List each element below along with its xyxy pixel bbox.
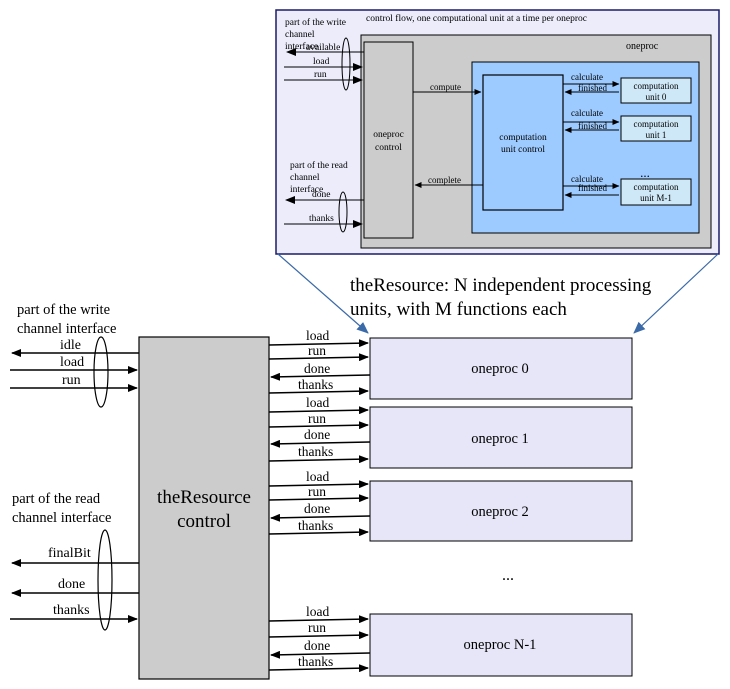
main-write-iface-ellipse <box>93 336 109 408</box>
oneproc-label-1: oneproc 1 <box>471 431 529 447</box>
proc0-done-label: done <box>304 361 330 376</box>
proc1-run-label: run <box>308 411 326 426</box>
inset-read-iface-ellipse <box>338 191 348 233</box>
main-write-iface-label-1: part of the write <box>17 302 110 318</box>
oneproc-box-n-1 <box>369 613 633 677</box>
caption-line-2: units, with M functions each <box>350 299 567 320</box>
caption-line-1: theResource: N independent processing <box>350 275 652 296</box>
proc1-thanks-label: thanks <box>298 444 333 459</box>
main-read-iface-ellipse <box>97 529 113 631</box>
calculate-label-0: calculate <box>571 72 603 82</box>
inset-read-iface-label-3: interface <box>290 184 323 195</box>
main-read-iface-label-2: channel interface <box>12 510 111 526</box>
computation-unit-1 <box>620 115 692 142</box>
proc0-thanks-label: thanks <box>298 377 333 392</box>
oneproc-label-2: oneproc 2 <box>471 504 529 520</box>
the-resource-control-box <box>138 336 270 680</box>
proc1-done-label: done <box>304 427 330 442</box>
inset-panel: control flow, one computational unit at … <box>275 9 720 255</box>
done-label: done <box>58 577 85 592</box>
inset-cu-control <box>482 74 564 211</box>
proc2-thanks-label: thanks <box>298 518 333 533</box>
procn-run-label: run <box>308 620 326 635</box>
inset-units-ellipsis: ... <box>640 165 650 180</box>
procn-thanks-label: thanks <box>298 654 333 669</box>
zoom-arrows <box>277 253 719 334</box>
inset-write-iface-label-2: channel <box>285 30 315 40</box>
computation-unit-m-1 <box>620 178 692 206</box>
proc-signals-n-1: load run done thanks <box>268 604 371 673</box>
inset-thanks-label: thanks <box>309 214 334 224</box>
inset-load-label: load <box>313 57 330 67</box>
proc0-load-label: load <box>306 328 329 343</box>
oneproc-box-0 <box>369 337 633 400</box>
control-label-1: theResource <box>157 487 251 508</box>
main-write-iface-label-2: channel interface <box>17 321 116 337</box>
inset-unit-arrows: calculate finished calculate finished ca… <box>563 72 620 198</box>
inset-read-iface-label-2: channel <box>290 173 320 183</box>
proc-signals-2: load run done thanks <box>268 469 371 537</box>
computation-unit-m-1-label-1: computation <box>634 182 679 192</box>
procs-ellipsis: ... <box>502 567 514 584</box>
oneproc-box-1 <box>369 406 633 469</box>
procn-load-label: load <box>306 604 329 619</box>
proc2-run-label: run <box>308 484 326 499</box>
computation-unit-m-1-label-2: unit M-1 <box>640 193 672 203</box>
inset-done-label: done <box>312 190 330 200</box>
load-label: load <box>60 355 84 370</box>
inset-oneproc-control <box>363 41 414 239</box>
finished-label-m-1: finished <box>578 183 607 193</box>
inset-cu-control-label-1: computation <box>499 133 547 143</box>
inset-oneproc-label: oneproc <box>626 41 659 52</box>
complete-label: complete <box>428 175 461 185</box>
proc-signals-1: load run done thanks <box>268 395 371 464</box>
inset-read-iface-label-1: part of the read <box>290 160 348 171</box>
inset-available-label: available <box>306 43 340 53</box>
proc0-run-label: run <box>308 343 326 358</box>
inset-cu-control-label-2: unit control <box>501 145 545 155</box>
inset-oneproc-control-label-2: control <box>375 143 402 153</box>
inset-write-iface-label-3: interface <box>285 41 318 52</box>
oneproc-label-n-1: oneproc N-1 <box>464 637 537 653</box>
inset-title: control flow, one computational unit at … <box>366 13 587 24</box>
calculate-label-1: calculate <box>571 108 603 118</box>
finalbit-label: finalBit <box>48 546 91 561</box>
computation-unit-0-label-1: computation <box>634 81 679 91</box>
proc2-done-label: done <box>304 501 330 516</box>
finished-label-1: finished <box>578 121 607 131</box>
inset-write-iface-ellipse <box>341 37 351 91</box>
procn-done-label: done <box>304 638 330 653</box>
idle-label: idle <box>60 338 81 353</box>
oneproc-box-2 <box>369 480 633 542</box>
computation-unit-0 <box>620 77 692 104</box>
thanks-label: thanks <box>53 603 90 618</box>
computation-unit-0-label-2: unit 0 <box>646 92 667 102</box>
inset-write-iface-label-1: part of the write <box>285 17 346 28</box>
proc2-load-label: load <box>306 469 329 484</box>
proc1-load-label: load <box>306 395 329 410</box>
compute-label: compute <box>430 82 461 92</box>
computation-unit-1-label-1: computation <box>634 119 679 129</box>
computation-unit-1-label-2: unit 1 <box>646 130 667 140</box>
proc-signals-0: load run done thanks <box>268 328 371 396</box>
control-label-2: control <box>177 511 231 532</box>
main-read-iface-label-1: part of the read <box>12 491 101 507</box>
inset-run-label: run <box>314 70 327 80</box>
run-label: run <box>62 373 81 388</box>
calculate-label-m-1: calculate <box>571 174 603 184</box>
oneproc-label-0: oneproc 0 <box>471 361 529 377</box>
finished-label-0: finished <box>578 83 607 93</box>
inset-oneproc-control-label-1: oneproc <box>373 130 404 140</box>
